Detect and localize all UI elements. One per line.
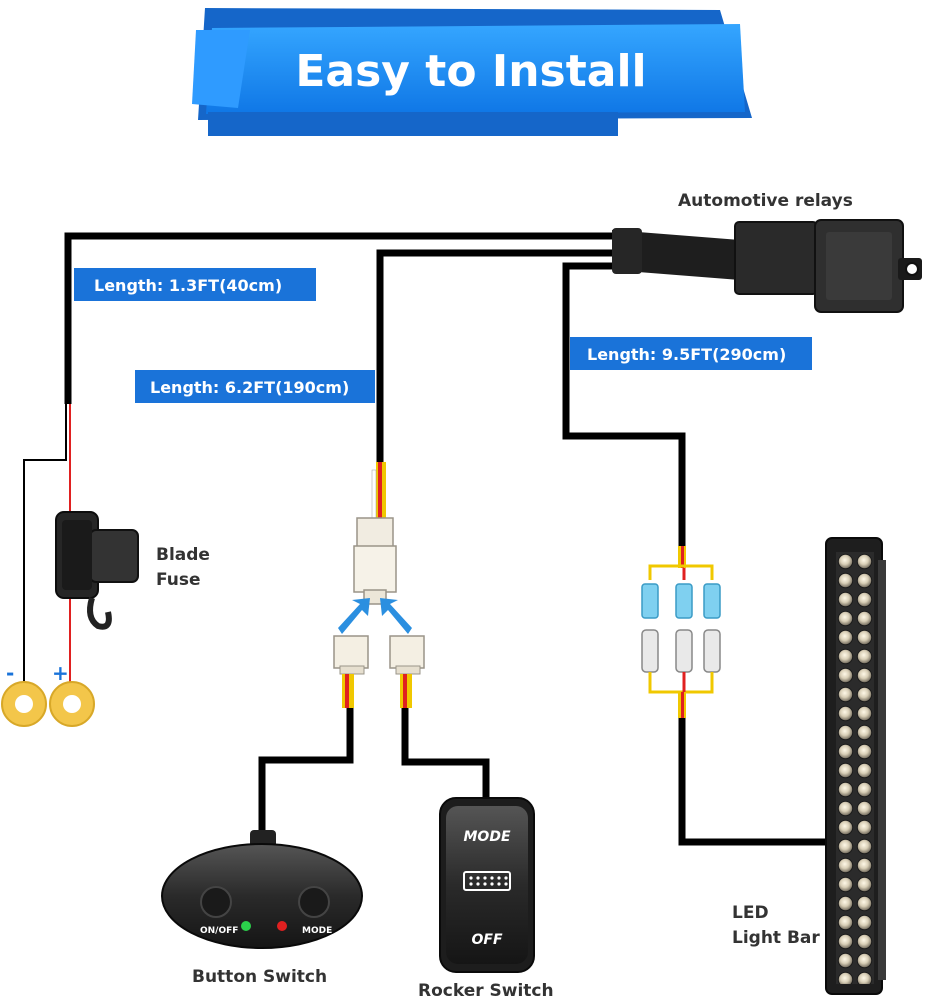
- rocker-switch-wire: [401, 706, 490, 800]
- right-arrow-icon: [380, 598, 412, 634]
- fuse-label-line1: Blade: [156, 545, 210, 565]
- positive-sign: +: [52, 661, 69, 685]
- switch-wire: [376, 249, 612, 462]
- blade-fuse: Blade Fuse: [55, 511, 210, 630]
- length-label-lightbar: Length: 9.5FT(290cm): [570, 337, 812, 370]
- light-bar-icon: [463, 871, 511, 891]
- fuse-label-line2: Fuse: [156, 570, 201, 590]
- switch-plugs: [333, 635, 425, 708]
- wire-harness: [64, 232, 830, 846]
- svg-text:Length: 6.2FT(190cm): Length: 6.2FT(190cm): [150, 378, 349, 397]
- left-arrow-icon: [338, 598, 370, 634]
- on-off-button: [200, 886, 232, 918]
- blue-connector-1: [641, 583, 659, 619]
- rocker-off-label: OFF: [471, 932, 502, 948]
- lightbar-connectors: [641, 546, 721, 718]
- automotive-relay: Automotive relays: [612, 191, 922, 313]
- mode-button: [298, 886, 330, 918]
- title-banner: Easy to Install: [192, 8, 752, 136]
- black-lead: [23, 404, 67, 690]
- banner-title: Easy to Install: [295, 46, 646, 97]
- rocker-mode-label: MODE: [463, 829, 510, 845]
- button-switch: ON/OFF MODE Button Switch: [161, 830, 363, 987]
- lightbar-return-wire: [678, 716, 830, 846]
- button-switch-label: Button Switch: [192, 967, 327, 987]
- button-switch-wire: [258, 706, 354, 838]
- relay-label: Automotive relays: [678, 191, 853, 211]
- green-led: [241, 921, 251, 931]
- battery-terminals: - +: [1, 661, 95, 727]
- lightbar-label-line1: LED: [732, 903, 769, 923]
- length-label-fuse: Length: 1.3FT(40cm): [74, 268, 316, 301]
- blue-connector-2: [675, 583, 693, 619]
- lightbar-label-line2: Light Bar: [732, 928, 820, 948]
- negative-sign: -: [6, 661, 14, 685]
- fuse-wire: [64, 232, 612, 404]
- led-light-bar: LED Light Bar: [732, 537, 886, 995]
- switch-harness-connector: [353, 462, 397, 605]
- red-led: [277, 921, 287, 931]
- lightbar-wire: [562, 262, 686, 548]
- on-off-label: ON/OFF: [200, 926, 238, 936]
- rocker-switch: MODE OFF Rocker Switch: [418, 797, 554, 1000]
- svg-text:Length: 1.3FT(40cm): Length: 1.3FT(40cm): [94, 276, 282, 295]
- mode-label: MODE: [302, 926, 332, 936]
- blue-connector-3: [703, 583, 721, 619]
- connection-arrows: [338, 598, 412, 634]
- svg-text:Length: 9.5FT(290cm): Length: 9.5FT(290cm): [587, 345, 786, 364]
- rocker-switch-label: Rocker Switch: [418, 981, 554, 1000]
- length-label-switch: Length: 6.2FT(190cm): [135, 370, 375, 403]
